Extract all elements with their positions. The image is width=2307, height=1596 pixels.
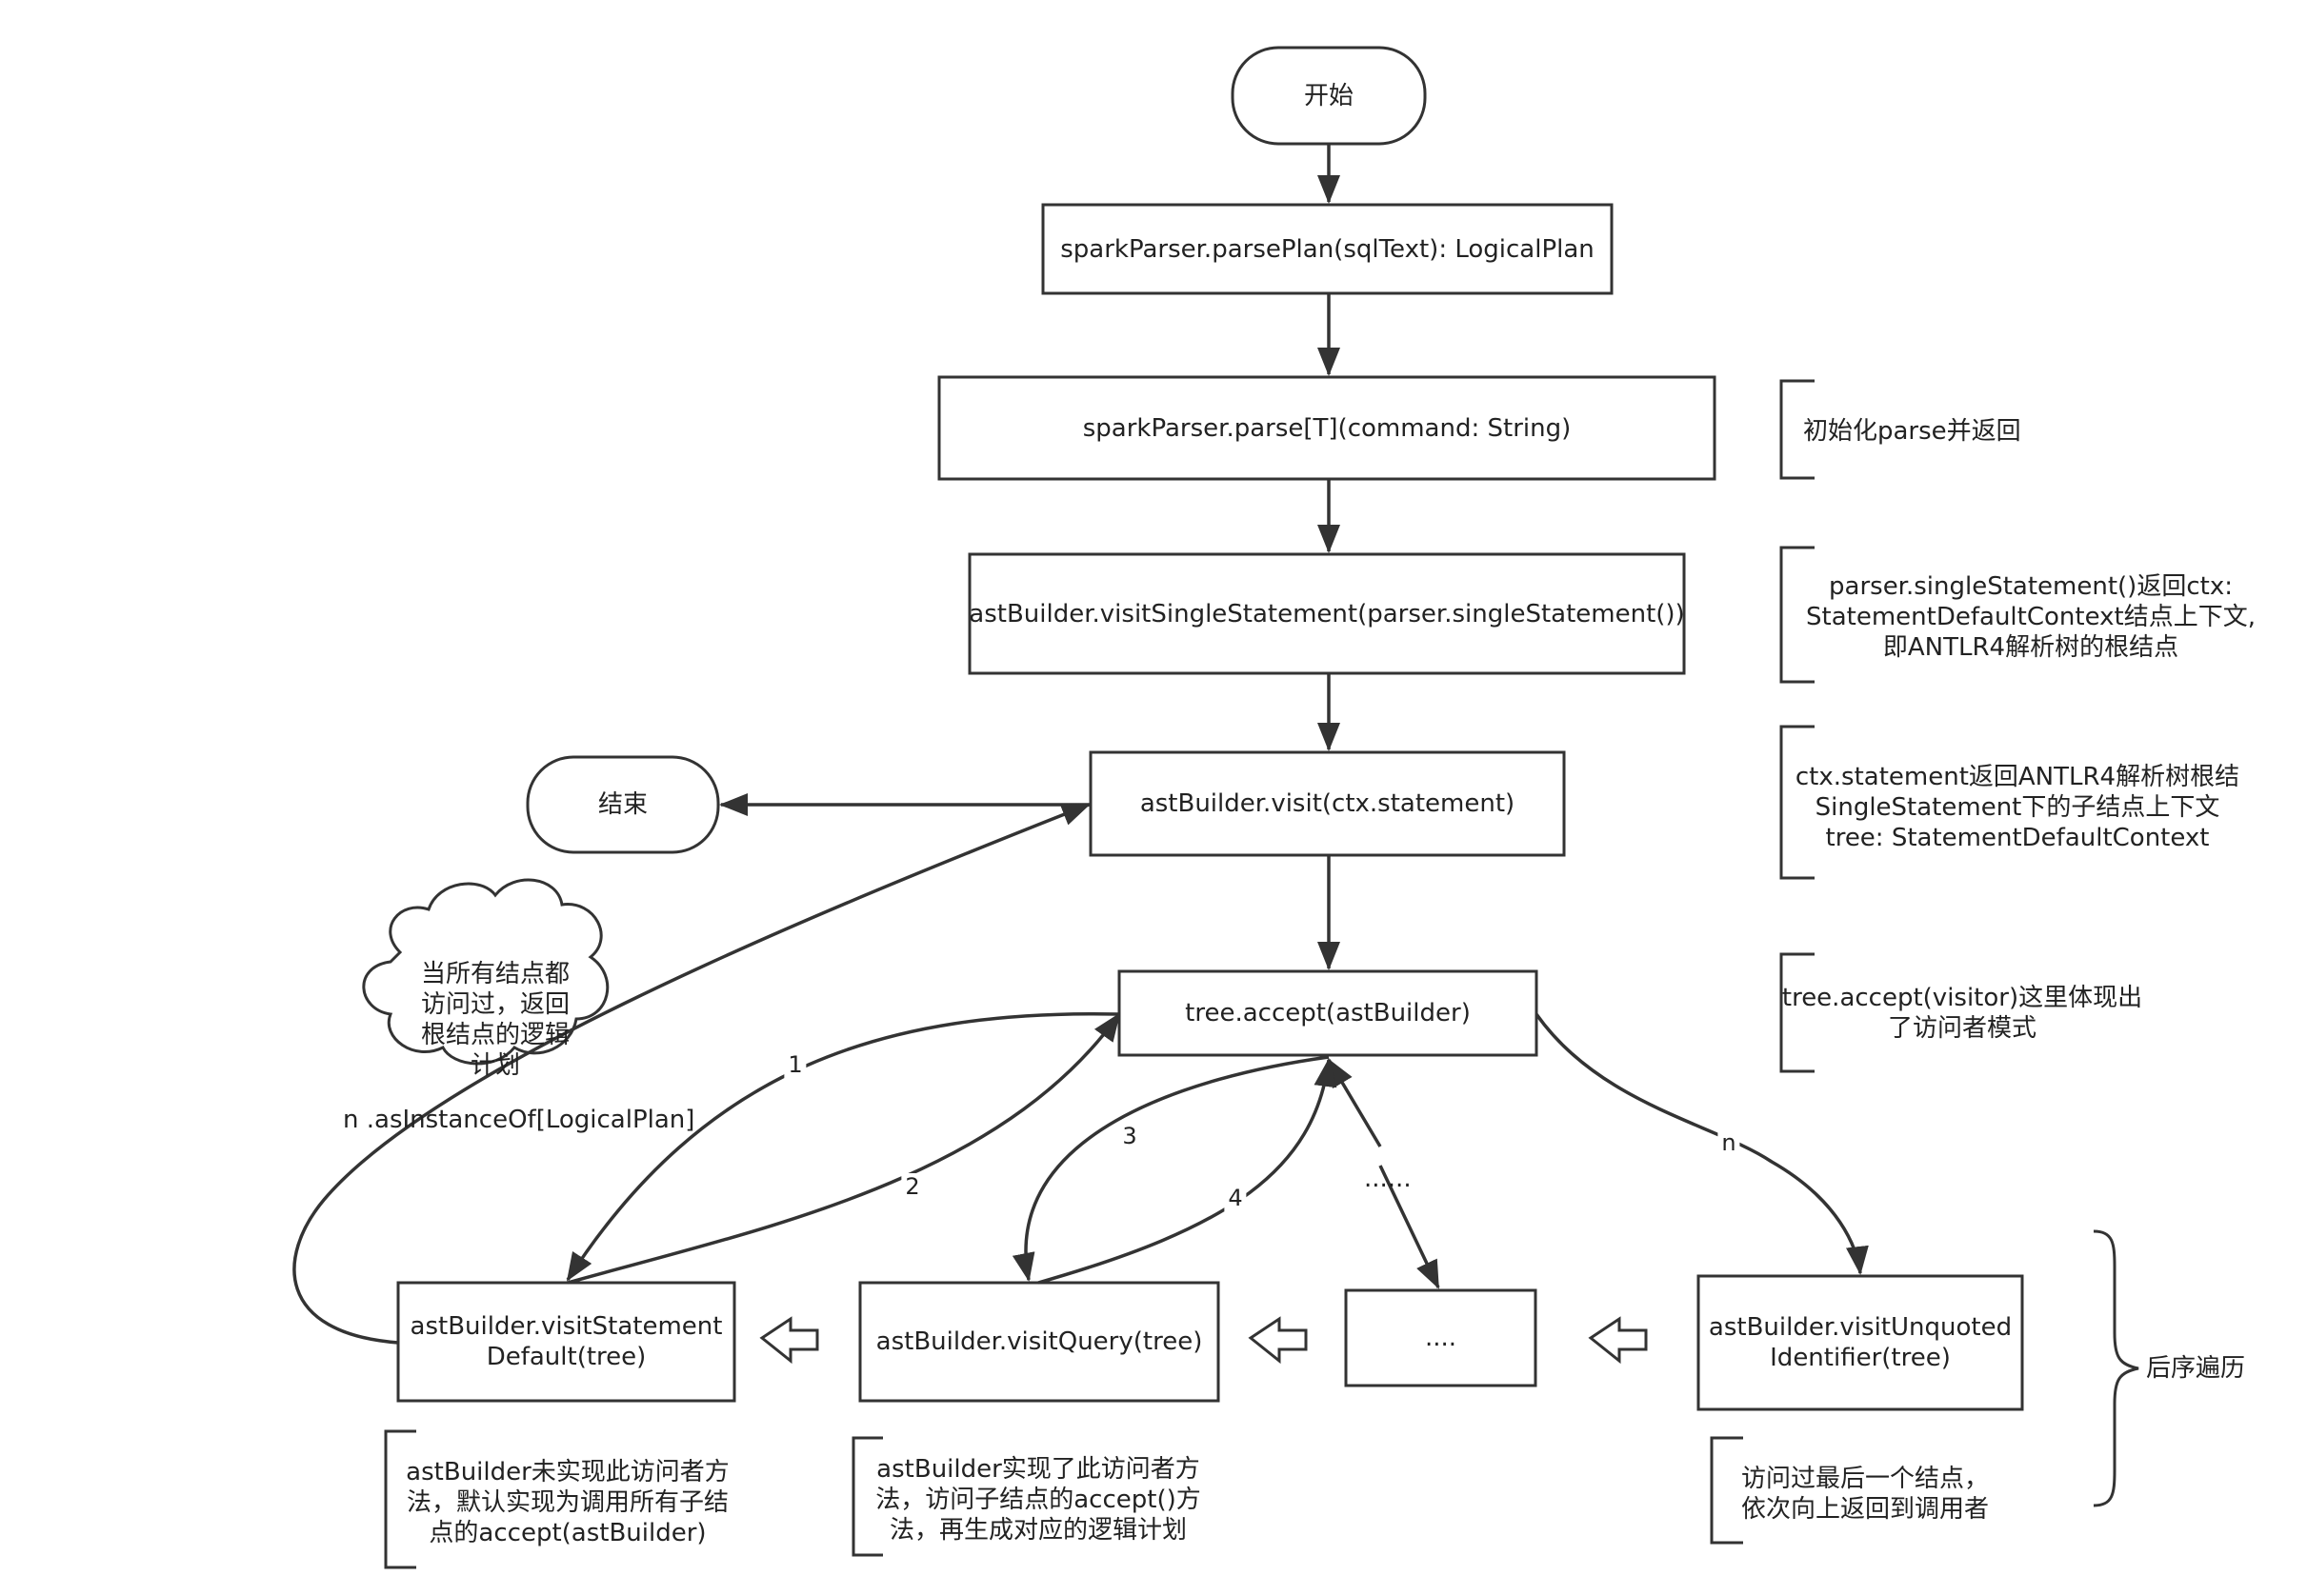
start-node: 开始 (1233, 48, 1425, 144)
parse-plan-label: sparkParser.parsePlan(sqlText): LogicalP… (1060, 234, 1595, 264)
cloud-shape (362, 878, 610, 1066)
annotation-last-node: 访问过最后一个结点， 依次向上返回到调用者 (1740, 1465, 1990, 1524)
parse-node: sparkParser.parse[T](command: String) (939, 377, 1715, 479)
as-instance-label: n .asInstanceOf[LogicalPlan] (343, 1106, 695, 1134)
start-label: 开始 (1303, 81, 1354, 110)
visit-node: astBuilder.visit(ctx.statement) (1091, 752, 1564, 855)
visit-single-node-shape (968, 552, 1686, 675)
cloud-text: 当所有结点都 访问过，返回 根结点的逻辑 计划 (420, 960, 571, 1080)
annotation-default-impl: astBuilder未实现此访问者方 法，默认实现为调用所有子结 点的accep… (406, 1458, 730, 1547)
annotation-implemented: astBuilder实现了此访问者方 法，访问子结点的accept()方 法，再… (875, 1455, 1201, 1545)
visit-unquoted-node: astBuilder.visitUnquoted Identifier(tree… (1698, 1276, 2022, 1409)
dots-node-label: .... (1424, 1324, 1457, 1352)
accept-node-shape (1117, 969, 1538, 1057)
annotation-visitor-pattern: tree.accept(visitor)这里体现出 了访问者模式 (1781, 984, 2143, 1043)
visit-unquoted-node-shape (1696, 1274, 2024, 1411)
end-label: 结束 (597, 790, 648, 819)
visit-unquoted-label-2: Identifier(tree) (1770, 1344, 1951, 1372)
visit-query-label: astBuilder.visitQuery(tree) (875, 1327, 1203, 1356)
visit-query-node-shape (858, 1281, 1220, 1403)
parse-label: sparkParser.parse[T](command: String) (1082, 413, 1572, 443)
dots-node-shape (1344, 1288, 1537, 1387)
edge-label-1: 1 (784, 1051, 807, 1078)
edge-label-n: n (1717, 1129, 1740, 1156)
edge-label-2: 2 (901, 1173, 924, 1200)
edge-label-3: 3 (1118, 1123, 1141, 1149)
parse-plan-node: sparkParser.parsePlan(sqlText): LogicalP… (1043, 205, 1612, 293)
visit-single-node: astBuilder.visitSingleStatement(parser.s… (969, 554, 1685, 673)
annotation-single-statement: parser.singleStatement()返回ctx: Statement… (1806, 572, 2256, 662)
visit-label: astBuilder.visit(ctx.statement) (1139, 789, 1515, 818)
visit-stmt-default-label-2: Default(tree) (486, 1343, 647, 1371)
visit-stmt-default-node-shape (396, 1281, 736, 1403)
dots-node: .... (1346, 1290, 1535, 1386)
end-node-shape (526, 755, 720, 854)
visit-stmt-default-node: astBuilder.visitStatement Default(tree) (398, 1283, 734, 1401)
visit-single-label: astBuilder.visitSingleStatement(parser.s… (969, 599, 1685, 628)
visit-unquoted-label-1: astBuilder.visitUnquoted (1708, 1313, 2013, 1342)
annotation-postorder: 后序遍历 (2146, 1354, 2246, 1383)
edge-label-4: 4 (1224, 1185, 1247, 1211)
parse-node-shape (937, 375, 1716, 481)
parse-plan-node-shape (1041, 203, 1614, 295)
dots-ellipsis: ...... (1364, 1165, 1412, 1193)
annotation-ctx-statement: ctx.statement返回ANTLR4解析树根结 SingleStateme… (1795, 763, 2240, 852)
accept-label: tree.accept(astBuilder) (1185, 999, 1471, 1027)
accept-node: tree.accept(astBuilder) (1119, 971, 1536, 1055)
annotation-init-parse: 初始化parse并返回 (1803, 417, 2021, 446)
visit-query-node: astBuilder.visitQuery(tree) (860, 1283, 1218, 1401)
end-node: 结束 (528, 757, 718, 852)
visit-stmt-default-label-1: astBuilder.visitStatement (410, 1312, 723, 1341)
